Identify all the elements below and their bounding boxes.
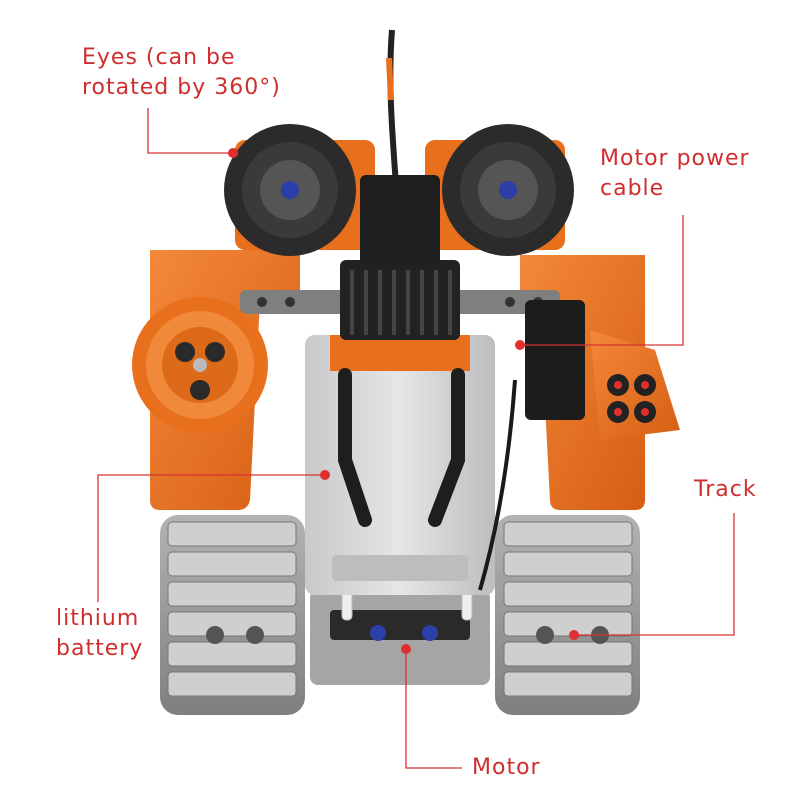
eye-bridge (360, 175, 440, 265)
battery-box (305, 335, 495, 595)
leader-track (569, 513, 735, 640)
leader-motor (401, 644, 462, 769)
leader-motor-power-cable (515, 215, 684, 350)
left-track (160, 515, 305, 715)
leader-eyes (147, 108, 238, 158)
launcher (525, 300, 680, 440)
left-orange-wheel (132, 297, 268, 433)
leader-lithium-battery (97, 470, 330, 602)
label-lithium-battery: lithium battery (56, 606, 144, 661)
right-eye (425, 124, 574, 256)
label-eyes: Eyes (can be rotated by 360°) (82, 45, 281, 100)
label-motor: Motor (472, 755, 541, 780)
right-track (495, 515, 640, 715)
gripper (338, 368, 465, 527)
power-cable (478, 379, 517, 591)
label-track: Track (694, 477, 757, 502)
antenna (386, 29, 399, 186)
left-eye (224, 124, 375, 256)
chest-grille (340, 260, 460, 340)
label-motor-power-cable: Motor power cable (600, 146, 750, 201)
